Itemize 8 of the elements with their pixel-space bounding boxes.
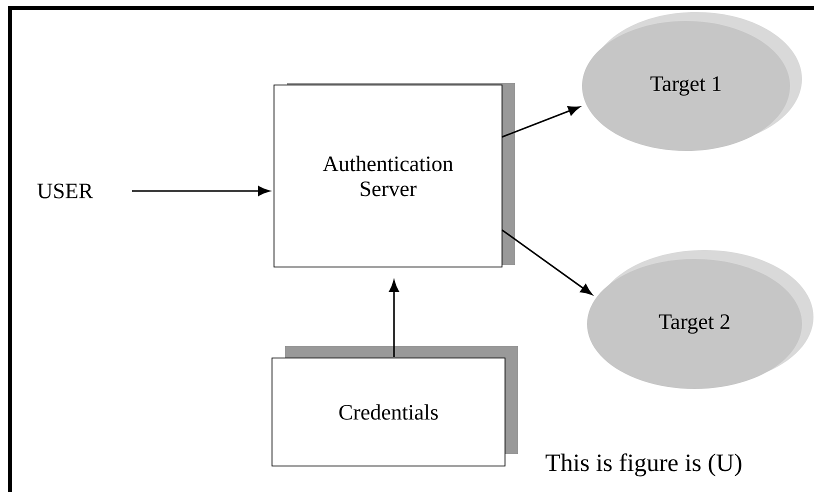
process-box: Authentication Server bbox=[274, 83, 515, 268]
process-box: Credentials bbox=[272, 346, 518, 466]
arrow bbox=[132, 186, 270, 196]
caption-text: This is figure is (U) bbox=[546, 453, 742, 476]
text-label: USER bbox=[37, 184, 94, 198]
arrow bbox=[502, 106, 580, 138]
arrow bbox=[502, 229, 592, 295]
arrow bbox=[389, 280, 399, 357]
